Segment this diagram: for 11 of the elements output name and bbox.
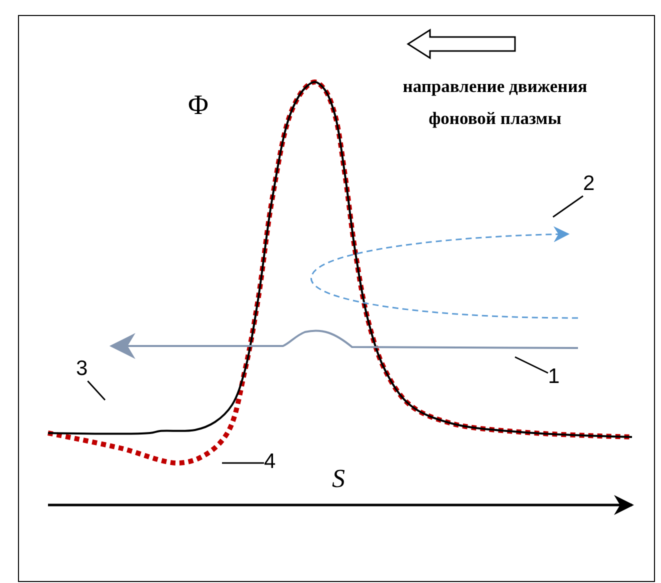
- leader-line: [552, 195, 584, 218]
- leader-line: [514, 356, 548, 374]
- leader-line: [222, 462, 264, 464]
- axis-label: S: [332, 464, 345, 494]
- callout-number: 3: [76, 357, 88, 381]
- callout-number: 4: [264, 450, 276, 474]
- leader-line: [87, 380, 106, 400]
- caption-text: направление движения фоновой плазмы: [402, 75, 588, 130]
- axis-label: Φ: [188, 90, 208, 122]
- callout-number: 1: [548, 365, 560, 389]
- callout-number: 2: [583, 172, 595, 196]
